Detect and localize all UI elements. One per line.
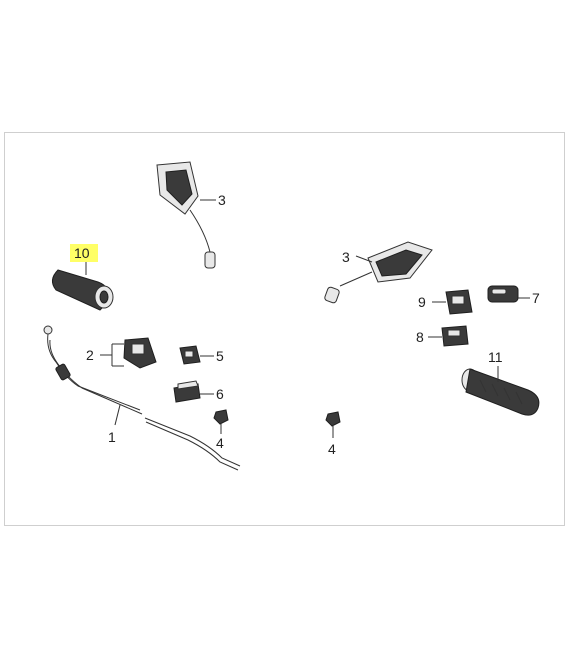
callout-2: 2: [86, 347, 94, 363]
switch-5: [179, 345, 201, 365]
callout-10-highlight: [70, 244, 98, 262]
callout-5: 5: [216, 348, 224, 364]
switch-6: [173, 380, 201, 403]
callout-4b: 4: [328, 441, 336, 457]
callout-1: 1: [108, 429, 116, 445]
diagram-frame: [4, 132, 565, 526]
leader-3b: [355, 255, 373, 263]
switch-housing-left: [123, 337, 157, 369]
leader-1: [114, 404, 121, 426]
grip-left: [52, 269, 114, 311]
clip-left: [213, 409, 229, 425]
callout-8: 8: [416, 329, 424, 345]
callout-9: 9: [418, 294, 426, 310]
callout-7: 7: [532, 290, 540, 306]
callout-11: 11: [488, 349, 503, 365]
mirror-left: [156, 161, 216, 269]
callout-4a: 4: [216, 435, 224, 451]
throttle-cable: [43, 325, 241, 471]
switch-9: [445, 289, 473, 315]
callout-3a: 3: [218, 192, 226, 208]
clip-right: [325, 411, 341, 427]
callout-6: 6: [216, 386, 224, 402]
leader-2: [100, 343, 124, 367]
switch-8: [441, 325, 469, 347]
callout-10: 10: [74, 245, 90, 261]
grip-right: [461, 368, 540, 416]
switch-7: [487, 285, 519, 303]
mirror-right: [324, 241, 433, 304]
callout-3b: 3: [342, 249, 350, 265]
